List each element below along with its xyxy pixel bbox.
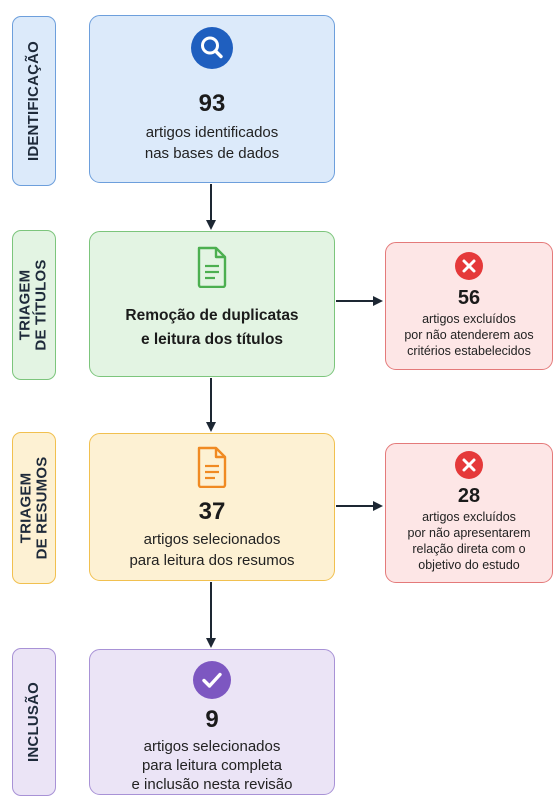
x-icon bbox=[455, 252, 483, 280]
identificacao-box: 93 artigos identificados nas bases de da… bbox=[89, 15, 335, 183]
check-icon bbox=[193, 661, 231, 699]
exclusion-resumos-box: 28 artigos excluídos por não apresentare… bbox=[385, 443, 553, 583]
box-text-line: artigos identificados bbox=[145, 124, 279, 141]
identified-count: 93 bbox=[198, 90, 226, 117]
stage-label-triagem-titulos: TRIAGEM DE TÍTULOS bbox=[12, 230, 56, 380]
exclusion-text-line: artigos excluídos bbox=[422, 312, 516, 326]
box-text-line: e inclusão nesta revisão bbox=[131, 776, 293, 793]
box-text-line: para leitura dos resumos bbox=[129, 552, 295, 569]
triagem-resumos-box: 37 artigos selecionados para leitura dos… bbox=[89, 433, 335, 581]
box-text-line: artigos selecionados bbox=[143, 738, 281, 755]
document-icon bbox=[197, 446, 227, 488]
exclusion-titulos-box: 56 artigos excluídos por não atenderem a… bbox=[385, 242, 553, 370]
exclusion-text-line: objetivo do estudo bbox=[418, 558, 520, 572]
exclusion-text-line: critérios estabelecidos bbox=[407, 344, 531, 358]
search-icon bbox=[191, 27, 233, 69]
stage-label-triagem-resumos: TRIAGEM DE RESUMOS bbox=[12, 432, 56, 584]
box-text-line: artigos selecionados bbox=[143, 531, 281, 548]
stage-label-inclusao: INCLUSÃO bbox=[12, 648, 56, 796]
selected-count: 37 bbox=[198, 498, 226, 525]
stage-label-identificacao: IDENTIFICAÇÃO bbox=[12, 16, 56, 186]
triagem-titulos-box: Remoção de duplicatas e leitura dos títu… bbox=[89, 231, 335, 377]
exclusion-text-line: por não atenderem aos bbox=[404, 328, 534, 342]
inclusao-box: 9 artigos selecionados para leitura comp… bbox=[89, 649, 335, 795]
document-icon bbox=[197, 246, 227, 288]
exclusion-text-line: relação direta com o bbox=[412, 542, 526, 556]
box-text-line: Remoção de duplicatas bbox=[125, 307, 299, 324]
exclusion-text-line: artigos excluídos bbox=[422, 510, 516, 524]
x-icon bbox=[455, 451, 483, 479]
excluded-count: 56 bbox=[457, 287, 481, 309]
box-text-line: e leitura dos títulos bbox=[140, 331, 284, 348]
box-text-line: nas bases de dados bbox=[144, 145, 280, 162]
exclusion-text-line: por não apresentarem bbox=[407, 526, 531, 540]
box-text-line: para leitura completa bbox=[141, 757, 283, 774]
included-count: 9 bbox=[205, 706, 219, 733]
excluded-count: 28 bbox=[457, 485, 481, 507]
